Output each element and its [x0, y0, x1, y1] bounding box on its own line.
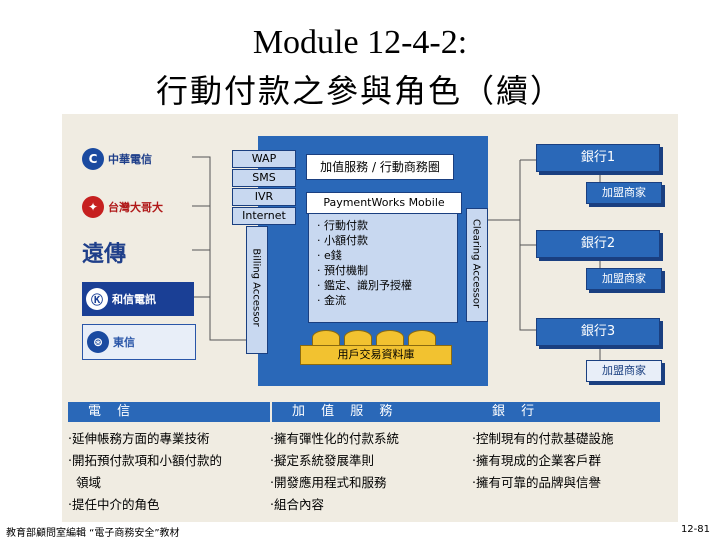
footer-source: 教育部顧問室編輯 “電子商務安全”教材	[6, 528, 180, 539]
column-item: ‧開發應用程式和服務	[270, 475, 387, 490]
logo-label: 東信	[113, 336, 135, 349]
column-header-bank: 銀 行	[472, 402, 660, 422]
footer-page-number: 12-81	[680, 524, 710, 535]
feature-item: ‧ e錢	[317, 249, 342, 262]
feature-item: ‧ 預付機制	[317, 264, 368, 277]
feature-item: ‧ 行動付款	[317, 219, 368, 232]
billing-accessor-label: Billing Accessor	[250, 248, 262, 327]
channel-internet: Internet	[232, 207, 296, 225]
column-item: ‧提任中介的角色	[68, 497, 160, 512]
logo-label: 中華電信	[108, 153, 152, 166]
column-bank: ‧控制現有的付款基礎設施 ‧擁有現成的企業客戶群 ‧擁有可靠的品牌與信譽	[472, 428, 613, 494]
merchant-2: 加盟商家	[586, 268, 662, 290]
column-item: ‧開拓預付款項和小額付款的	[68, 453, 222, 468]
feature-item: ‧ 小額付款	[317, 234, 368, 247]
merchant-1: 加盟商家	[586, 182, 662, 204]
channel-ivr: IVR	[232, 188, 296, 206]
logo-taiwan-mobile: ✦ 台灣大哥大	[82, 190, 190, 224]
column-value-added: ‧擁有彈性化的付款系統 ‧擬定系統發展準則 ‧開發應用程式和服務 ‧組合內容	[270, 428, 399, 516]
clearing-accessor-bar	[466, 208, 488, 322]
logo-label: 和信電訊	[112, 293, 156, 306]
column-header-telecom: 電 信	[68, 402, 270, 422]
billing-accessor-bar	[246, 226, 268, 354]
title-line2: 行動付款之參與角色（續）	[155, 72, 564, 110]
bank-3: 銀行3	[536, 318, 660, 346]
column-item: ‧延伸帳務方面的專業技術	[68, 431, 210, 446]
chunghwa-logo-icon: C	[82, 148, 104, 170]
mobitai-logo-icon: ⊛	[87, 331, 109, 353]
channel-sms: SMS	[232, 169, 296, 187]
column-item: ‧擁有現成的企業客戶群	[472, 453, 601, 468]
taiwan-mobile-logo-icon: ✦	[82, 196, 104, 218]
column-telecom: ‧延伸帳務方面的專業技術 ‧開拓預付款項和小額付款的 領域 ‧提任中介的角色	[68, 428, 222, 516]
platform-name: PaymentWorks Mobile	[306, 192, 462, 214]
logo-chunghwa-telecom: C 中華電信	[82, 142, 190, 176]
column-item: ‧擁有可靠的品牌與信譽	[472, 475, 601, 490]
database-label: 用戶交易資料庫	[300, 345, 452, 365]
bank-1: 銀行1	[536, 144, 660, 172]
logo-kgt: Ⓚ 和信電訊	[82, 282, 194, 316]
column-item: ‧擬定系統發展準則	[270, 453, 374, 468]
kgt-logo-icon: Ⓚ	[86, 288, 108, 310]
column-item: ‧擁有彈性化的付款系統	[270, 431, 399, 446]
feature-item: ‧ 鑑定、識別予授權	[317, 279, 412, 292]
logo-mobitai: ⊛ 東信	[82, 324, 196, 360]
logo-far-eastone: 遠傳	[82, 235, 190, 269]
value-added-box: 加值服務 / 行動商務圈	[306, 154, 454, 180]
logo-label: 遠傳	[82, 241, 127, 267]
column-item: 領域	[68, 475, 101, 490]
column-item: ‧組合內容	[270, 497, 324, 512]
column-header-value-added: 加 值 服 務	[272, 402, 474, 422]
feature-item: ‧ 金流	[317, 294, 346, 307]
logo-label: 台灣大哥大	[108, 201, 163, 214]
clearing-accessor-label: Clearing Accessor	[470, 218, 482, 309]
platform-features: ‧ 行動付款 ‧ 小額付款 ‧ e錢 ‧ 預付機制 ‧ 鑑定、識別予授權 ‧ 金…	[308, 213, 458, 323]
merchant-3: 加盟商家	[586, 360, 662, 382]
title-line1: Module 12-4-2:	[252, 24, 468, 61]
channel-wap: WAP	[232, 150, 296, 168]
column-item: ‧控制現有的付款基礎設施	[472, 431, 614, 446]
bank-2: 銀行2	[536, 230, 660, 258]
